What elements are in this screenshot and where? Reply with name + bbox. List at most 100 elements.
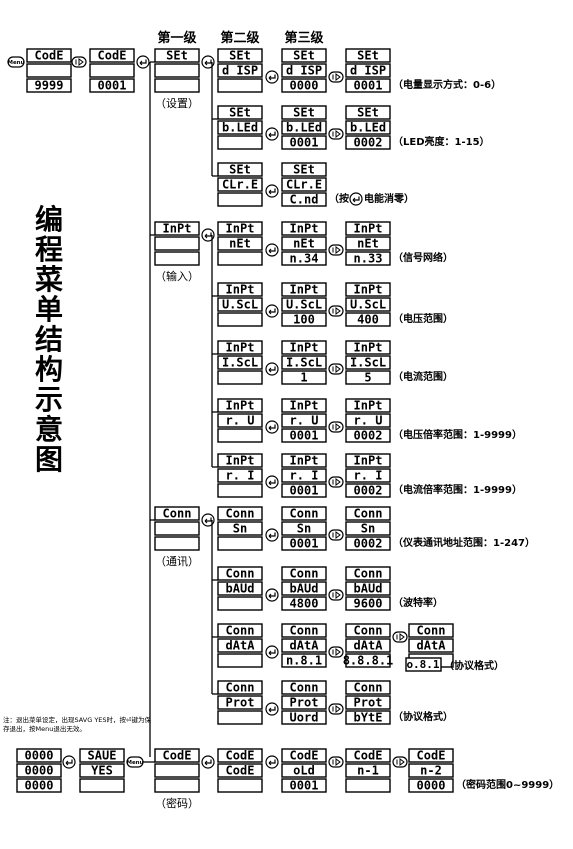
first-level-Conn-display: Conn: [154, 506, 200, 551]
display-cell: [217, 297, 263, 312]
display-value: 0001: [290, 779, 319, 793]
extra-format-value: o.8.1: [406, 658, 439, 671]
display-value: bAUd: [354, 582, 383, 596]
display-cell: [281, 596, 327, 611]
display-cell: [217, 135, 263, 150]
display-value: SEt: [293, 106, 315, 120]
display-value: CodE: [226, 764, 255, 778]
display-cell: [345, 748, 391, 763]
display-value: 0002: [354, 136, 383, 150]
display-cell: [217, 251, 263, 266]
enter-key-icon: [265, 127, 279, 141]
display-cell: [281, 236, 327, 251]
display-cell: [217, 680, 263, 695]
display-cell: [217, 312, 263, 327]
display-cell: [281, 162, 327, 177]
menu-key-label: Menu: [126, 760, 143, 766]
display-cell: [281, 63, 327, 78]
enter-key-icon: [265, 475, 279, 489]
display-cell: [217, 653, 263, 668]
display-value: InPt: [290, 341, 319, 355]
display-cell: [217, 221, 263, 236]
display-cell: [281, 521, 327, 536]
display-value: SEt: [357, 106, 379, 120]
display-value: n.33: [354, 252, 383, 266]
display-cell: [345, 536, 391, 551]
display-value: YES: [91, 764, 113, 778]
display-cell: [345, 340, 391, 355]
row-note: （仪表通讯地址范围：1-247）: [393, 536, 535, 549]
display-value: n-2: [420, 764, 442, 778]
display-value: SEt: [229, 49, 251, 63]
display-value: 0002: [354, 429, 383, 443]
display-cell: [217, 710, 263, 725]
display-cell: [281, 695, 327, 710]
display-value: r. I: [354, 469, 383, 483]
display-cell: [281, 763, 327, 778]
display-value: 5: [364, 371, 371, 385]
display-value: nEt: [229, 237, 251, 251]
display-cell: [281, 710, 327, 725]
display-cell: [345, 695, 391, 710]
row-note: （信号网络）: [393, 251, 453, 264]
display-value: InPt: [163, 222, 192, 236]
display-value: Uord: [290, 711, 319, 725]
display-cell: [154, 48, 200, 63]
display-value: Conn: [354, 567, 383, 581]
display-value: 0000: [417, 779, 446, 793]
display-cell: [281, 135, 327, 150]
display-value: InPt: [290, 399, 319, 413]
display-value: InPt: [226, 454, 255, 468]
display-value: 0001: [354, 79, 383, 93]
display-cell: [345, 623, 391, 638]
display-cell: [345, 763, 391, 778]
first-level-InPt-display: InPt: [154, 221, 200, 266]
display-cell: [281, 506, 327, 521]
display-cell: [281, 340, 327, 355]
display-value: InPt: [226, 222, 255, 236]
display-cell: [26, 63, 72, 78]
shift-key-icon: [328, 529, 344, 541]
display-value: Prot: [290, 696, 319, 710]
display-cell: [281, 221, 327, 236]
display-cell: [217, 63, 263, 78]
display-cell: [217, 428, 263, 443]
enter-key-icon: [265, 184, 279, 198]
display-value: Conn: [417, 624, 446, 638]
display-cell: [154, 78, 200, 93]
display-cell: [281, 623, 327, 638]
display-cell: [217, 748, 263, 763]
display-value: 9999: [35, 79, 64, 93]
group-label: （输入）: [155, 269, 199, 283]
enter-key-icon: [201, 755, 215, 769]
display-cell: [217, 566, 263, 581]
display-cell: [281, 297, 327, 312]
display-value: Conn: [226, 507, 255, 521]
display-cell: [217, 468, 263, 483]
enter-key-icon: [265, 304, 279, 318]
display-cell: [345, 221, 391, 236]
display-cell: [217, 177, 263, 192]
display-value: InPt: [226, 341, 255, 355]
menu-key-icon: Menu: [7, 56, 25, 68]
display-cell: [217, 581, 263, 596]
enter-key-icon: [265, 362, 279, 376]
display-cell: [281, 581, 327, 596]
display-value: C.nd: [290, 193, 319, 207]
enter-key-icon: [265, 243, 279, 257]
display-cell: [217, 596, 263, 611]
row-note: （密码范围0~9999）: [456, 778, 559, 791]
display-cell: [154, 748, 200, 763]
display-value: d ISP: [286, 64, 322, 78]
display-cell: [281, 566, 327, 581]
